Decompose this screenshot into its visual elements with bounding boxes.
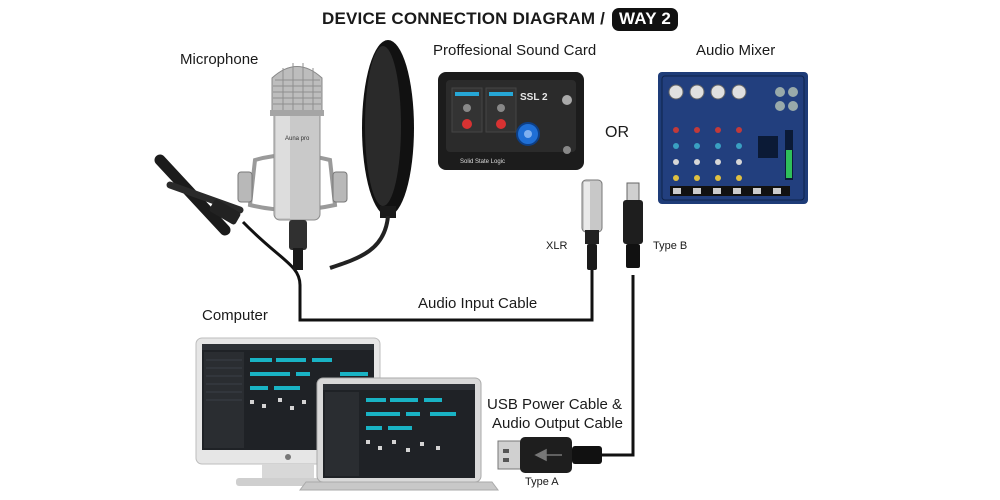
type-b-label: Type B (653, 240, 688, 252)
laptop-icon (299, 377, 499, 491)
or-label: OR (605, 124, 629, 141)
mic-brand: Auna pro (285, 136, 310, 142)
usb-cable-label-line1: USB Power Cable & (487, 396, 623, 413)
mixer-label: Audio Mixer (696, 42, 776, 59)
pop-filter-icon (329, 40, 414, 270)
type-a-label: Type A (525, 476, 559, 488)
xlr-connector-icon (581, 179, 603, 270)
sound-card-model: SSL 2 (520, 92, 548, 103)
computer-label: Computer (202, 307, 268, 324)
audio-input-cable-label: Audio Input Cable (418, 295, 538, 312)
microphone-icon: Auna pro (237, 63, 348, 270)
sound-card-label: Proffesional Sound Card (433, 42, 597, 59)
way-badge: WAY 2 (611, 8, 679, 31)
sound-card-brand: Solid State Logic (460, 159, 505, 165)
type-b-connector-icon (623, 182, 643, 268)
usb-cable-label-line2: Audio Output Cable (492, 415, 623, 432)
desktop-monitor-icon (195, 337, 381, 486)
microphone-label: Microphone (180, 51, 259, 68)
diagram-title: DEVICE CONNECTION DIAGRAM / WAY 2 (0, 8, 1000, 31)
usb-a-connector-icon (497, 437, 602, 473)
title-text: DEVICE CONNECTION DIAGRAM / (321, 9, 606, 28)
audio-input-cable (298, 268, 594, 322)
xlr-label: XLR (546, 240, 568, 252)
mic-arm (154, 154, 302, 286)
mixer-icon (658, 72, 808, 204)
sound-card-icon: SSL 2 Solid State Logic (438, 72, 584, 170)
